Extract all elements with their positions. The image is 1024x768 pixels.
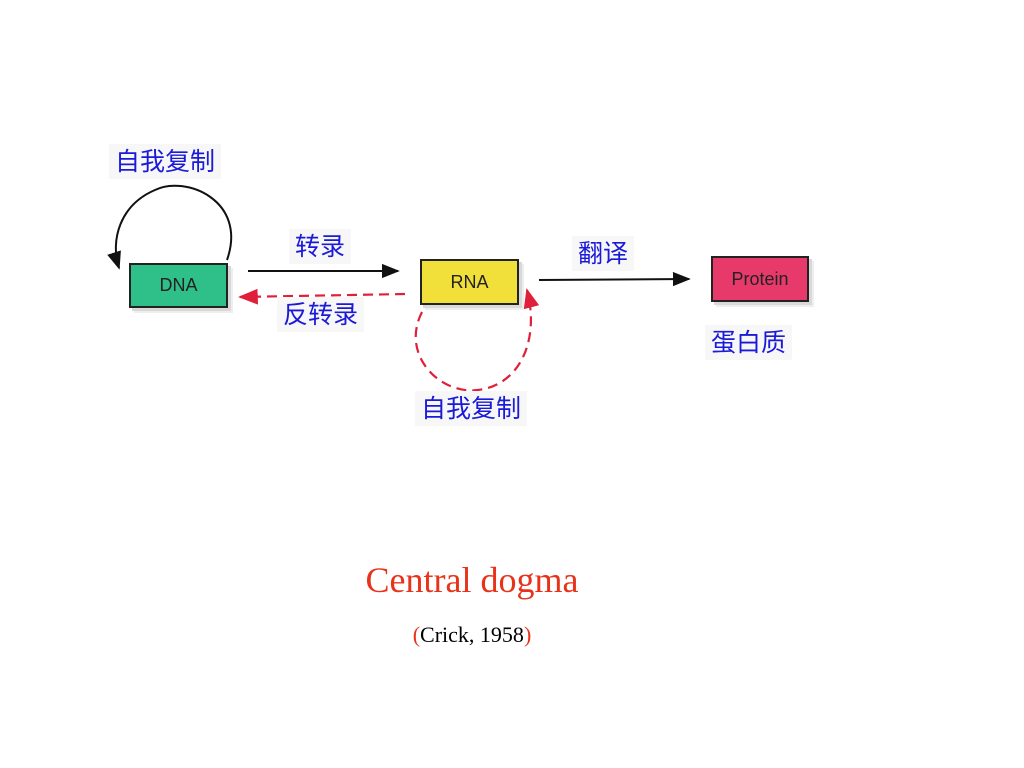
transcription-label: 转录	[289, 229, 352, 264]
dna-node: DNA	[129, 263, 228, 308]
translation-arrow	[538, 271, 691, 287]
dna-replication-arrow	[107, 184, 233, 270]
rna-node-label: RNA	[450, 271, 489, 292]
citation-text: Crick, 1958	[420, 622, 524, 647]
rna-replication-label: 自我复制	[415, 391, 528, 426]
rna-replication-arrow	[414, 288, 540, 392]
citation-open-paren: (	[412, 622, 421, 647]
caption-citation: (Crick, 1958)	[0, 624, 944, 646]
translation-label: 翻译	[572, 236, 635, 271]
dna-replication-label: 自我复制	[109, 144, 222, 179]
reverse-transcription-arrow	[238, 288, 406, 305]
citation-close-paren: )	[523, 622, 532, 647]
protein-node-label: Protein	[731, 268, 789, 289]
protein-cn-label: 蛋白质	[705, 325, 793, 360]
protein-node: Protein	[711, 256, 809, 302]
caption-title: Central dogma	[365, 560, 579, 600]
reverse-transcription-label: 反转录	[277, 297, 365, 332]
rna-node: RNA	[420, 259, 519, 305]
dna-node-label: DNA	[159, 275, 198, 295]
